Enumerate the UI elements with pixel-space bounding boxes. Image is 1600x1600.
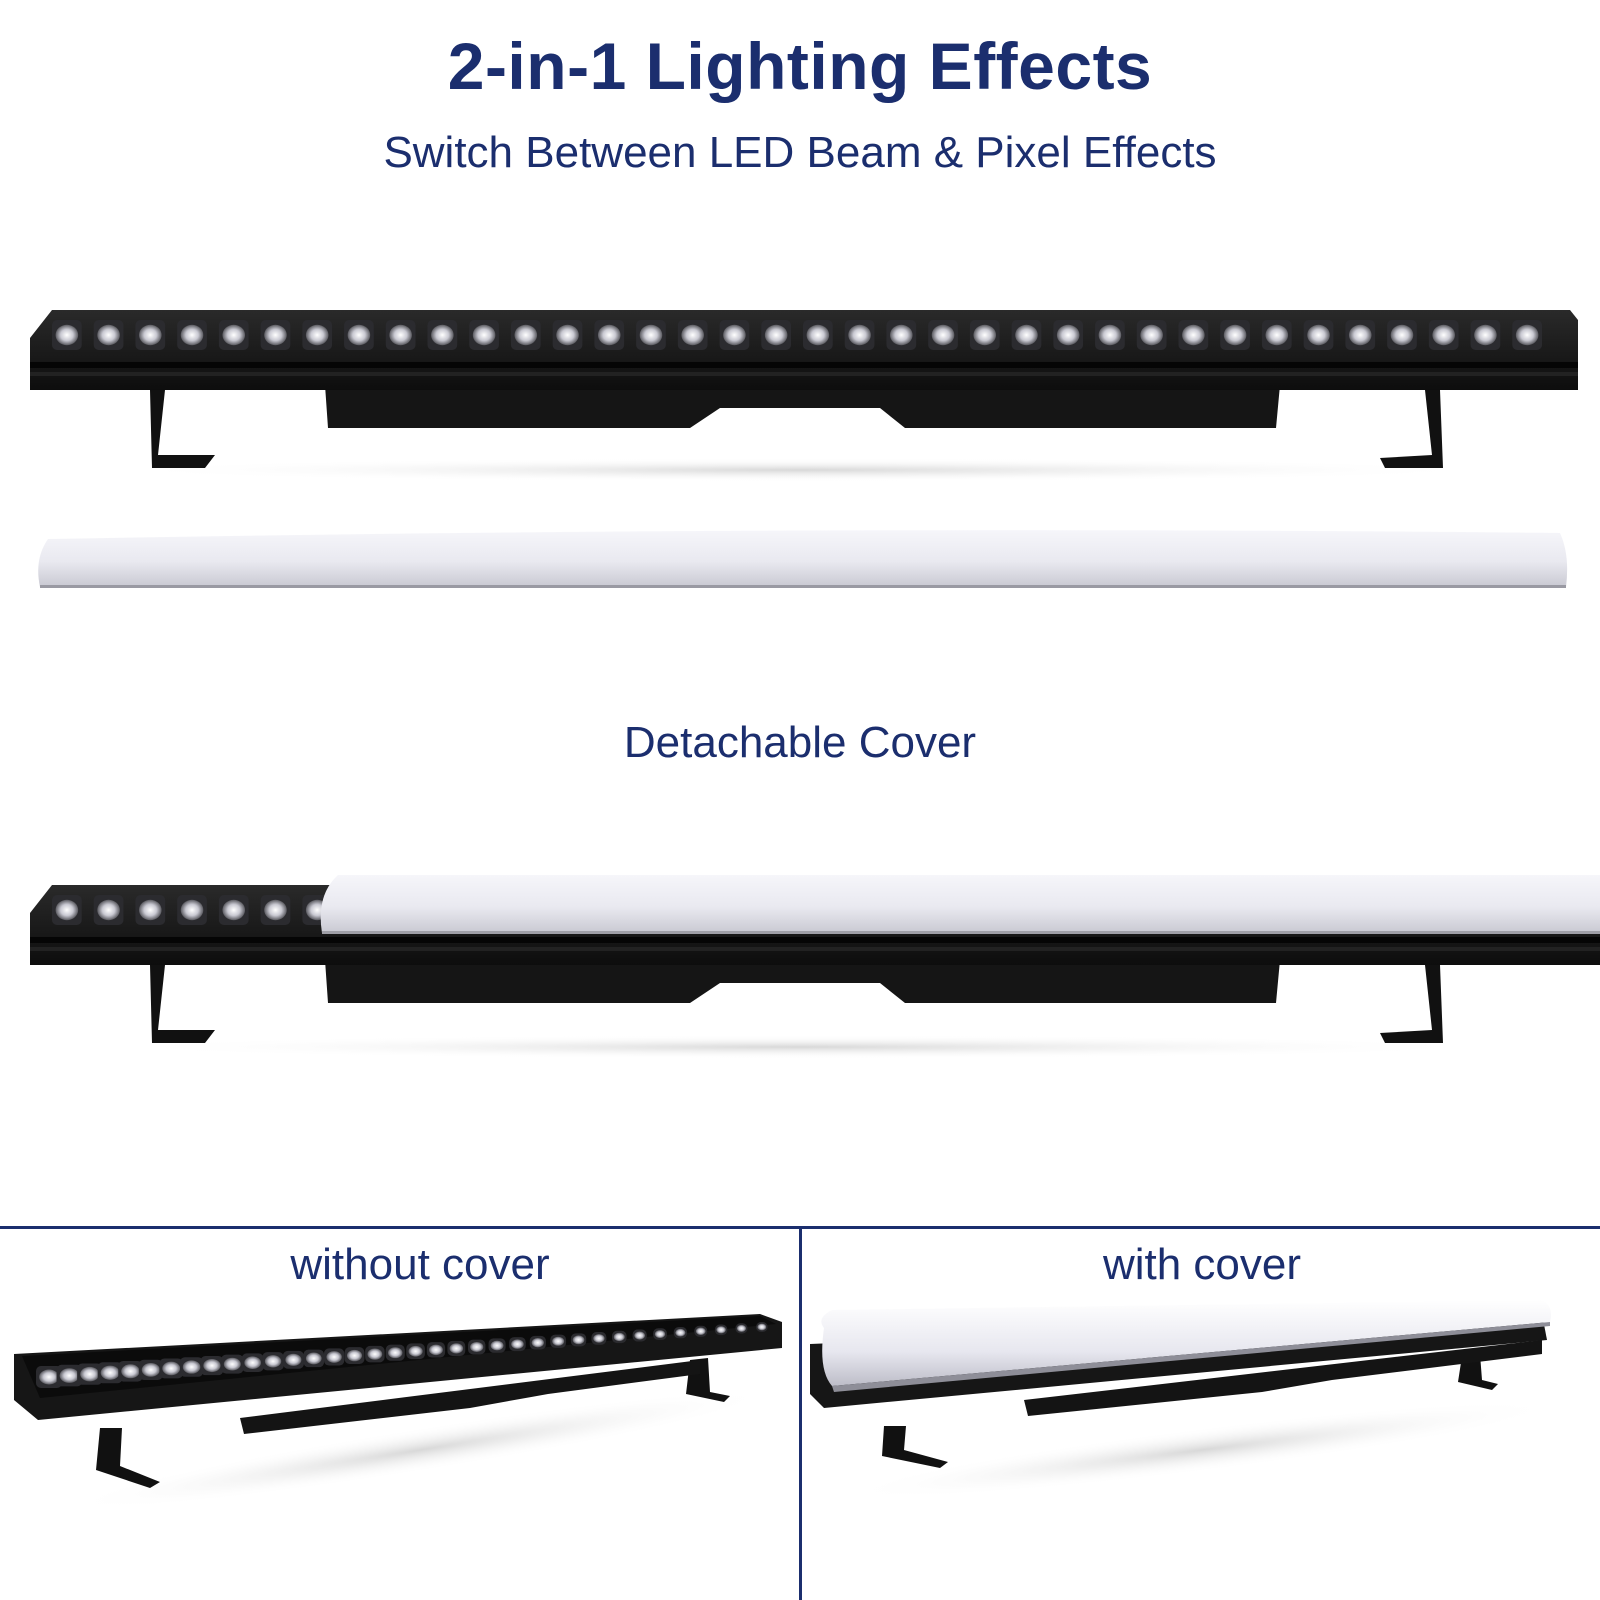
led-lens-glow bbox=[695, 1327, 706, 1335]
led-lens-glow bbox=[681, 324, 704, 346]
led-lens-glow bbox=[264, 899, 287, 921]
led-lens-glow bbox=[1140, 324, 1163, 346]
without-cover-label: without cover bbox=[290, 1240, 550, 1289]
led-lens-glow bbox=[326, 1351, 342, 1363]
light-bar-cover-attaching-image bbox=[30, 875, 1600, 1059]
led-lens-glow bbox=[162, 1361, 181, 1376]
led-lens-glow bbox=[431, 324, 454, 346]
led-lens-glow bbox=[429, 1344, 443, 1356]
led-lens-glow bbox=[182, 1360, 201, 1374]
led-lens-glow bbox=[556, 324, 579, 346]
led-lens-glow bbox=[264, 324, 287, 346]
led-lens-glow bbox=[757, 1323, 767, 1331]
led-lens-glow bbox=[1307, 324, 1330, 346]
led-lens-glow bbox=[1390, 324, 1414, 346]
led-lens-glow bbox=[848, 324, 871, 346]
led-lens-glow bbox=[806, 324, 830, 346]
led-lens-glow bbox=[552, 1336, 565, 1346]
led-lens-glow bbox=[223, 1357, 241, 1371]
led-lens-glow bbox=[139, 324, 162, 346]
led-lens-glow bbox=[931, 324, 955, 346]
led-lens-glow bbox=[347, 324, 371, 346]
led-lens-glow bbox=[59, 1368, 80, 1383]
led-lens-glow bbox=[716, 1326, 726, 1334]
led-lens-glow bbox=[203, 1359, 221, 1373]
led-lens-glow bbox=[1056, 324, 1080, 346]
led-lens-glow bbox=[55, 324, 79, 346]
led-lens-glow bbox=[346, 1349, 363, 1362]
led-lens-glow bbox=[139, 899, 162, 921]
led-lens-glow bbox=[264, 1355, 282, 1368]
led-lens-glow bbox=[511, 1339, 524, 1349]
led-lens-glow bbox=[180, 899, 204, 921]
led-lens-glow bbox=[613, 1332, 625, 1342]
led-lens-glow bbox=[639, 324, 663, 346]
led-lens-glow bbox=[723, 324, 746, 346]
led-lens-glow bbox=[97, 324, 120, 346]
led-lens-glow bbox=[285, 1353, 302, 1366]
led-lens-glow bbox=[634, 1331, 646, 1340]
led-lens-glow bbox=[675, 1328, 686, 1337]
led-lens-glow bbox=[389, 324, 412, 346]
led-lens-glow bbox=[472, 324, 496, 346]
light-bar-without-cover-image bbox=[30, 310, 1578, 482]
detachable-cover-label: Detachable Cover bbox=[623, 718, 977, 767]
led-lens-glow bbox=[100, 1365, 120, 1380]
led-lens-glow bbox=[654, 1330, 666, 1339]
led-lens-glow bbox=[572, 1335, 585, 1345]
page-subtitle: Switch Between LED Beam & Pixel Effects bbox=[383, 128, 1217, 177]
led-lens-glow bbox=[408, 1345, 423, 1357]
angled-light-bar-with-cover-image bbox=[810, 1300, 1560, 1500]
led-lens-glow bbox=[1098, 324, 1122, 346]
led-lens-glow bbox=[222, 899, 246, 921]
led-lens-glow bbox=[736, 1324, 747, 1332]
led-lens-glow bbox=[1182, 324, 1205, 346]
led-lens-glow bbox=[449, 1343, 464, 1354]
led-lens-glow bbox=[97, 899, 120, 921]
led-lens-glow bbox=[890, 324, 913, 346]
with-cover-label: with cover bbox=[1102, 1240, 1302, 1289]
led-lens-glow bbox=[121, 1364, 140, 1379]
led-lens-glow bbox=[1015, 324, 1038, 346]
led-lens-glow bbox=[490, 1340, 504, 1351]
led-lens-glow bbox=[388, 1347, 403, 1359]
led-lens-glow bbox=[55, 899, 79, 921]
led-lens-glow bbox=[1348, 324, 1372, 346]
led-lens-glow bbox=[80, 1366, 100, 1382]
led-lens-glow bbox=[244, 1356, 261, 1370]
led-lens-glow bbox=[1223, 324, 1247, 346]
led-lens-glow bbox=[1265, 324, 1289, 346]
led-lens-glow bbox=[764, 324, 788, 346]
led-lens-glow bbox=[39, 1369, 59, 1385]
comparison-divider-vertical bbox=[799, 1226, 802, 1600]
led-lens-glow bbox=[1515, 324, 1539, 346]
led-lens-glow bbox=[141, 1362, 160, 1377]
led-lens-glow bbox=[531, 1338, 544, 1348]
angled-light-bar-without-cover-image bbox=[14, 1314, 782, 1511]
led-lens-glow bbox=[180, 324, 204, 346]
led-lens-glow bbox=[597, 324, 621, 346]
led-lens-glow bbox=[470, 1341, 484, 1352]
detachable-cover-image bbox=[38, 530, 1568, 588]
led-lens-glow bbox=[305, 1352, 322, 1365]
led-lens-glow bbox=[1474, 324, 1497, 346]
led-lens-row bbox=[52, 320, 1542, 350]
page-title: 2-in-1 Lighting Effects bbox=[447, 29, 1153, 103]
led-lens-glow bbox=[973, 324, 997, 346]
led-lens-glow bbox=[593, 1334, 605, 1343]
led-lens-glow bbox=[222, 324, 246, 346]
led-lens-glow bbox=[1432, 324, 1455, 346]
led-lens-glow bbox=[367, 1348, 383, 1360]
led-lens-glow bbox=[514, 324, 538, 346]
led-lens-glow bbox=[305, 324, 329, 346]
